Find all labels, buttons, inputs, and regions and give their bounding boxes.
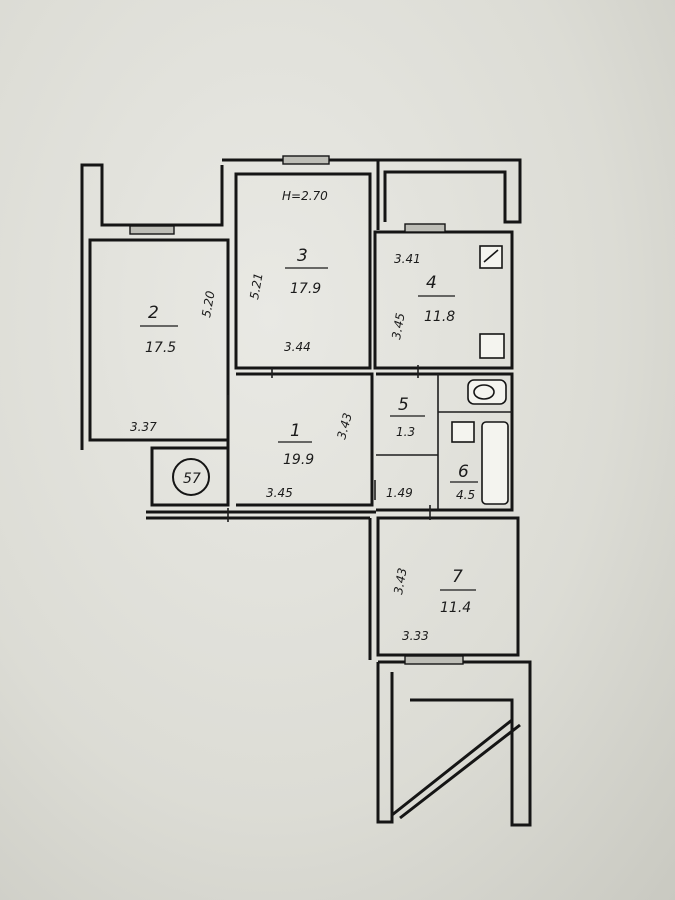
room-2-width: 5.20	[199, 289, 217, 318]
ceiling-height-label: H=2.70	[282, 189, 328, 203]
walls	[80, 155, 532, 827]
room-3-width: 5.21	[247, 272, 265, 301]
room-3-length: 3.44	[284, 340, 311, 354]
toilet-bowl-icon	[473, 384, 495, 400]
room-7-width: 3.43	[391, 567, 409, 596]
room-6-number: 6	[458, 462, 469, 482]
room-1-length: 3.45	[266, 486, 293, 500]
room-1-width: 3.43	[334, 411, 354, 440]
room-5-number: 5	[398, 395, 409, 415]
ventilation-shaft-icon	[172, 458, 210, 496]
washbasin-icon	[451, 421, 475, 443]
room-4-width: 3.41	[394, 252, 421, 266]
room-2-number: 2	[148, 303, 159, 323]
room-7-length: 3.33	[402, 629, 429, 643]
bathtub-icon	[481, 421, 509, 505]
room-6-area: 4.5	[456, 488, 475, 502]
room-3-area: 17.9	[290, 281, 321, 297]
room-7-area: 11.4	[440, 600, 471, 616]
room-7-number: 7	[452, 567, 463, 587]
room-1-area: 19.9	[283, 452, 314, 468]
room-4-area: 11.8	[424, 309, 455, 325]
stove-mark	[483, 249, 499, 263]
labels: H=2.70 1 19.9 3.43 3.45 2 17.5 5.20 3.37…	[130, 189, 478, 643]
room-2-area: 17.5	[145, 340, 176, 356]
room-5-area: 1.3	[396, 425, 415, 439]
room-3-number: 3	[297, 246, 308, 266]
room-1-number: 1	[290, 421, 301, 441]
fixtures	[172, 245, 509, 505]
sink-icon	[479, 333, 505, 359]
room-4-length: 3.45	[389, 312, 407, 341]
room-2-length: 3.37	[130, 420, 157, 434]
room-5-length: 1.49	[386, 486, 413, 500]
room-4-number: 4	[426, 273, 437, 293]
shaft-label: 57	[183, 471, 201, 487]
